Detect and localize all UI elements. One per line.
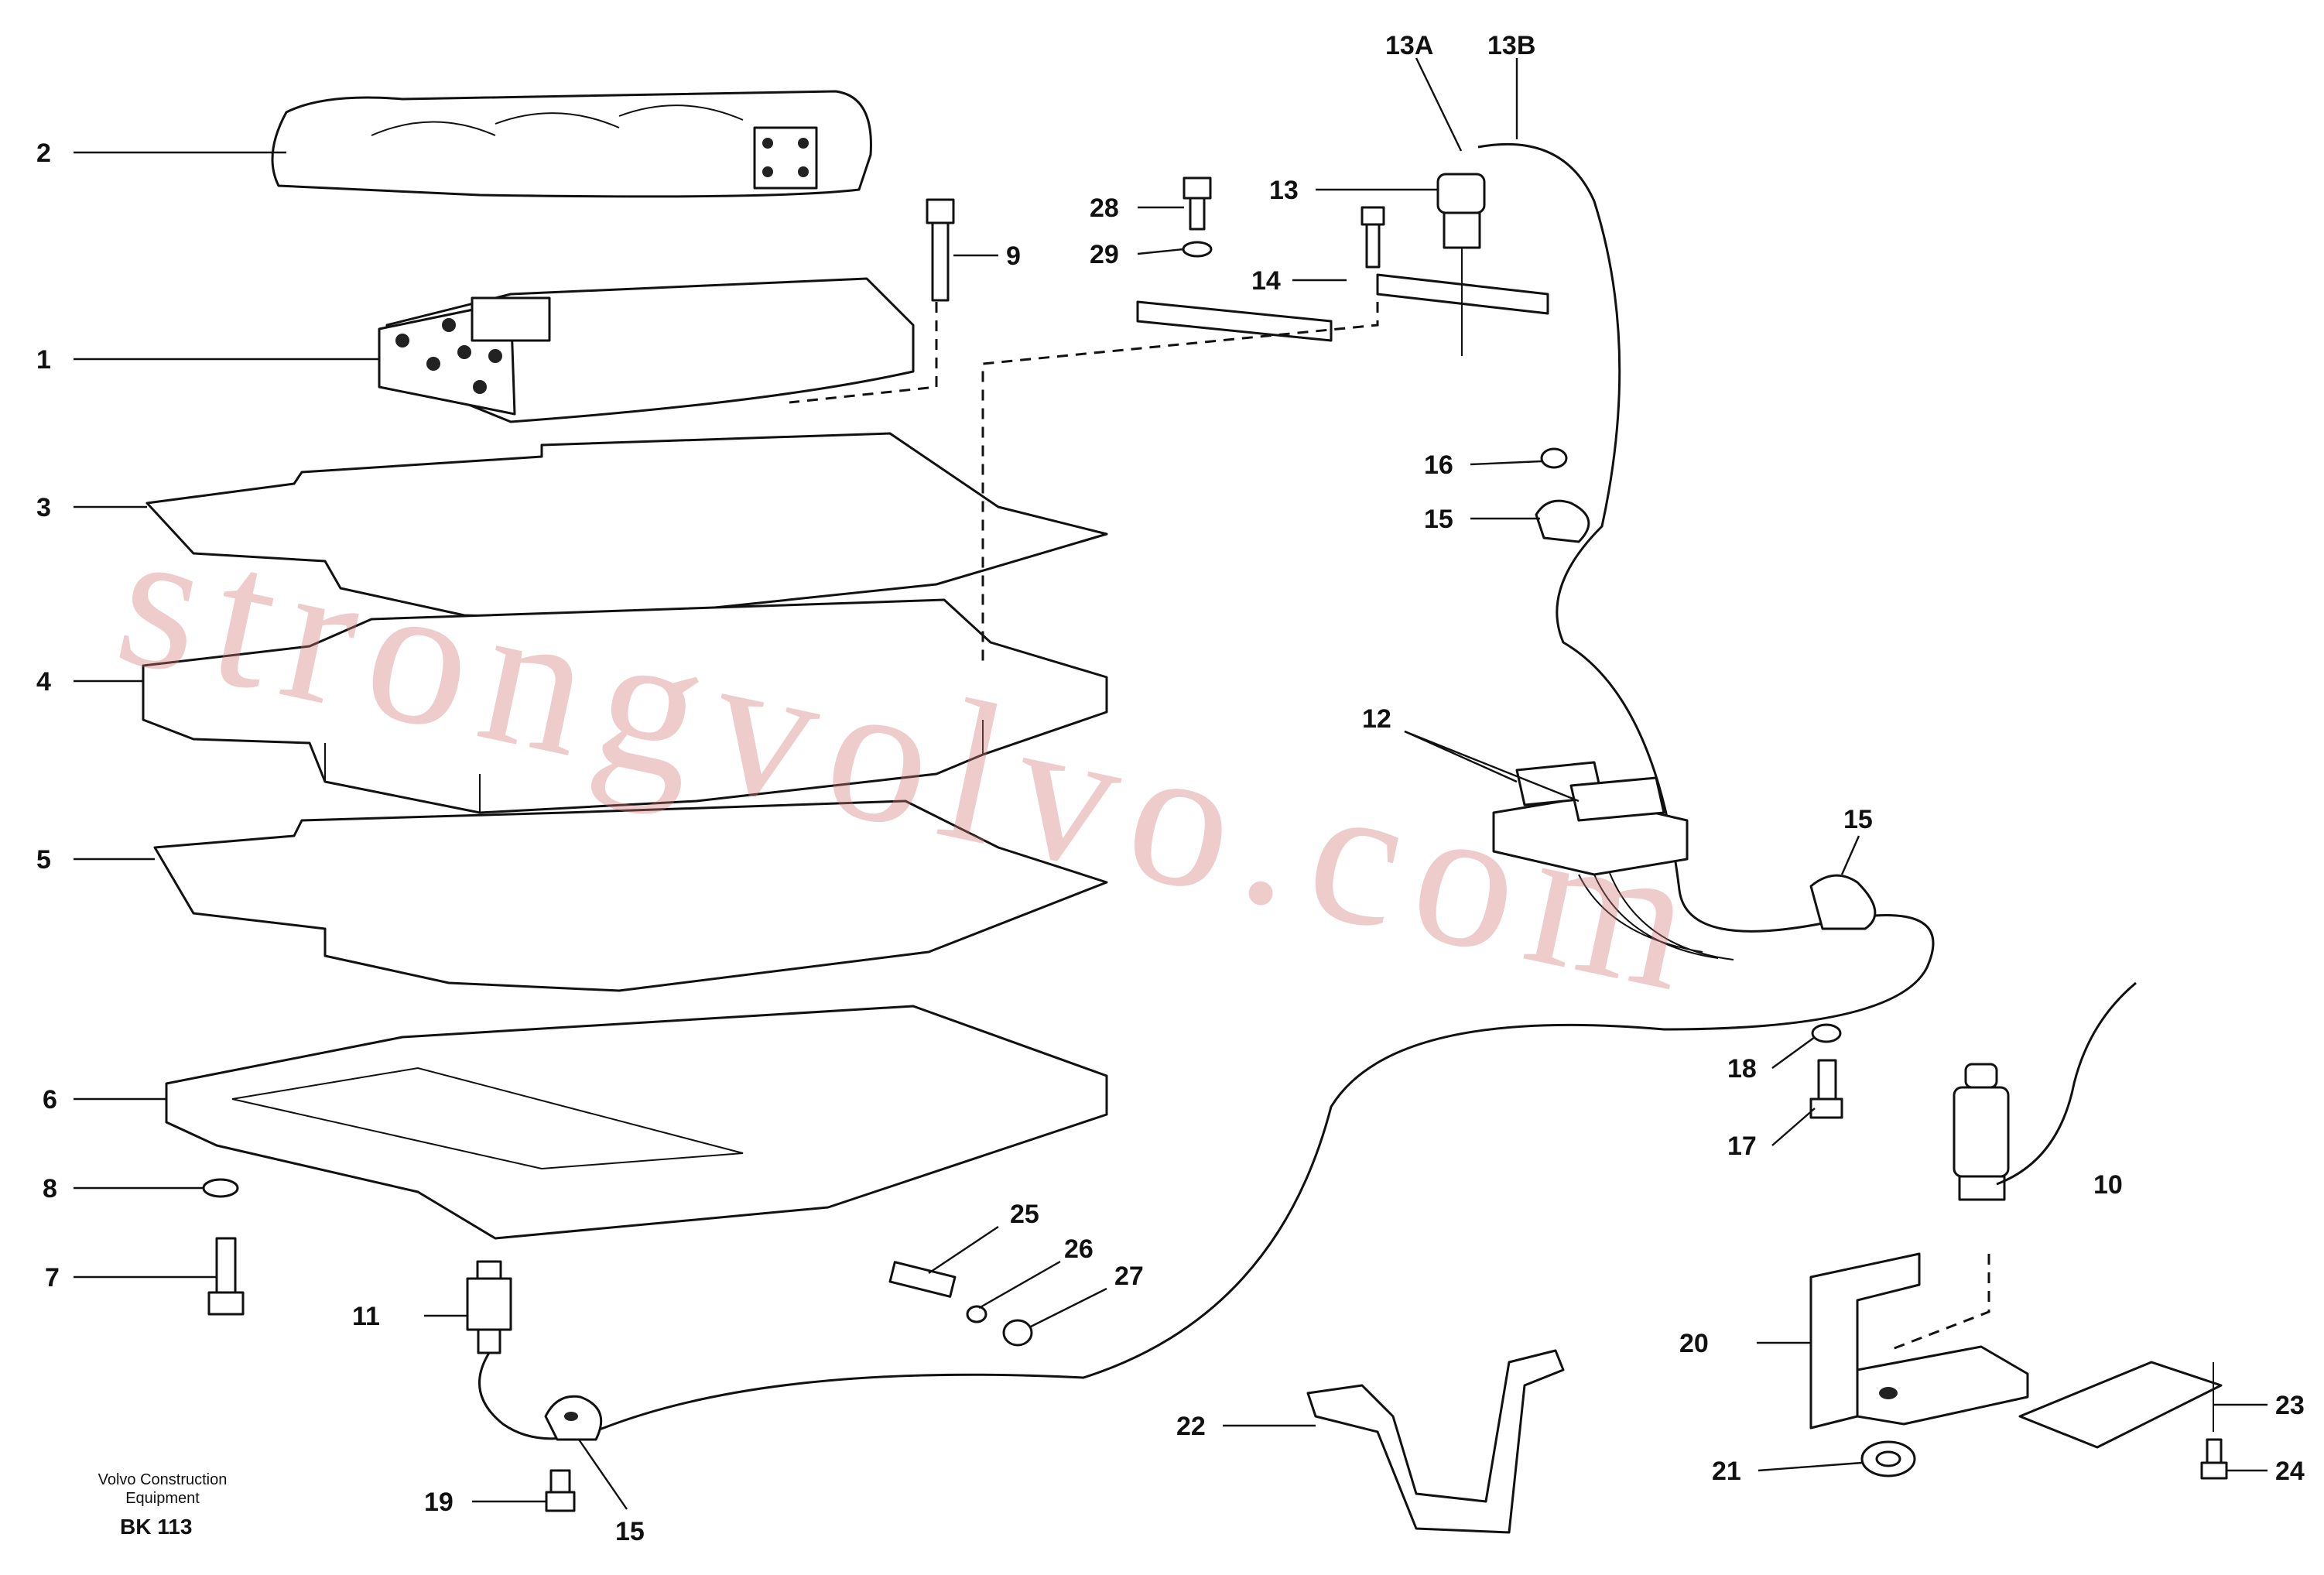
footer-code: BK 113 [120,1515,192,1539]
callout-7: 7 [45,1263,60,1293]
part-bolt-7 [207,1237,245,1316]
callout-1: 1 [36,345,51,375]
callout-18: 18 [1727,1054,1757,1084]
part-clamp-15-right [1809,874,1877,930]
part-plate-23 [2018,1361,2223,1449]
part-bracket-22 [1306,1349,1565,1534]
callout-10: 10 [2093,1170,2123,1200]
part-plug-27 [1002,1319,1033,1347]
callout-3: 3 [36,493,51,522]
callout-19: 19 [424,1488,454,1517]
part-switch-10 [1953,981,2137,1201]
callout-23: 23 [2275,1391,2305,1420]
callout-13: 13 [1269,176,1299,205]
part-base-plate [165,1005,1108,1240]
callout-8: 8 [43,1174,57,1204]
callout-26: 26 [1064,1234,1094,1264]
wire-sensor-11 [478,142,1935,1440]
part-washer-18 [1811,1023,1842,1043]
dash-line-mount [789,302,1379,666]
callout-22: 22 [1176,1412,1206,1441]
callout-24: 24 [2275,1457,2305,1486]
part-bolt-9 [926,198,955,302]
dash-line-switch [1888,1254,1990,1352]
footer-company-line1: Volvo Construction [98,1471,228,1488]
callout-28: 28 [1090,193,1119,223]
footer-block: Volvo Construction Equipment BK 113 [98,1471,228,1539]
callout-15-bottom: 15 [615,1517,645,1546]
part-bolt-25 [888,1261,957,1298]
callout-21: 21 [1712,1457,1741,1486]
callout-15-right: 15 [1843,805,1873,834]
part-gasket-3 [145,432,1108,621]
callout-12: 12 [1362,704,1391,734]
callout-20: 20 [1679,1329,1709,1358]
callout-13A: 13A [1385,31,1433,60]
part-cover [271,90,872,198]
part-clamp-15-upper [1535,499,1590,543]
part-clamp-15-left [544,1395,603,1441]
part-seal-26 [966,1305,987,1323]
callout-27: 27 [1114,1262,1144,1291]
callout-13B: 13B [1487,31,1535,60]
part-washer-29 [1182,241,1213,258]
callout-14: 14 [1251,266,1281,296]
callout-17: 17 [1727,1132,1757,1161]
callout-9: 9 [1006,241,1021,271]
part-intermediate-plate [142,598,1108,814]
part-nut-16 [1540,447,1568,469]
leader-lines [74,57,2268,1510]
part-bolt-28 [1183,176,1212,231]
part-bolt-19 [545,1469,576,1512]
part-gasket-5 [153,799,1108,992]
callout-15-upper: 15 [1424,505,1453,534]
part-sensor-11 [466,1260,512,1354]
callout-2: 2 [36,139,51,168]
part-valve-block [378,277,915,423]
callout-6: 6 [43,1085,57,1114]
callout-5: 5 [36,845,51,875]
callout-16: 16 [1424,450,1453,480]
part-sensor-13 [1436,173,1486,356]
callout-labels: 2 1 3 4 5 6 8 7 9 11 19 15 25 26 27 28 2… [36,31,2305,1546]
callout-25: 25 [1010,1200,1039,1229]
part-connector-12 [1492,761,1734,960]
part-nut-21 [1860,1440,1916,1477]
callout-4: 4 [36,667,51,697]
part-bolt-17 [1809,1059,1843,1119]
part-washer-8 [202,1178,239,1198]
part-screw-24 [2200,1438,2228,1480]
callout-29: 29 [1090,240,1119,269]
part-bracket-20 [1809,1252,2029,1429]
footer-company-line2: Equipment [125,1490,200,1507]
callout-11: 11 [352,1302,380,1331]
